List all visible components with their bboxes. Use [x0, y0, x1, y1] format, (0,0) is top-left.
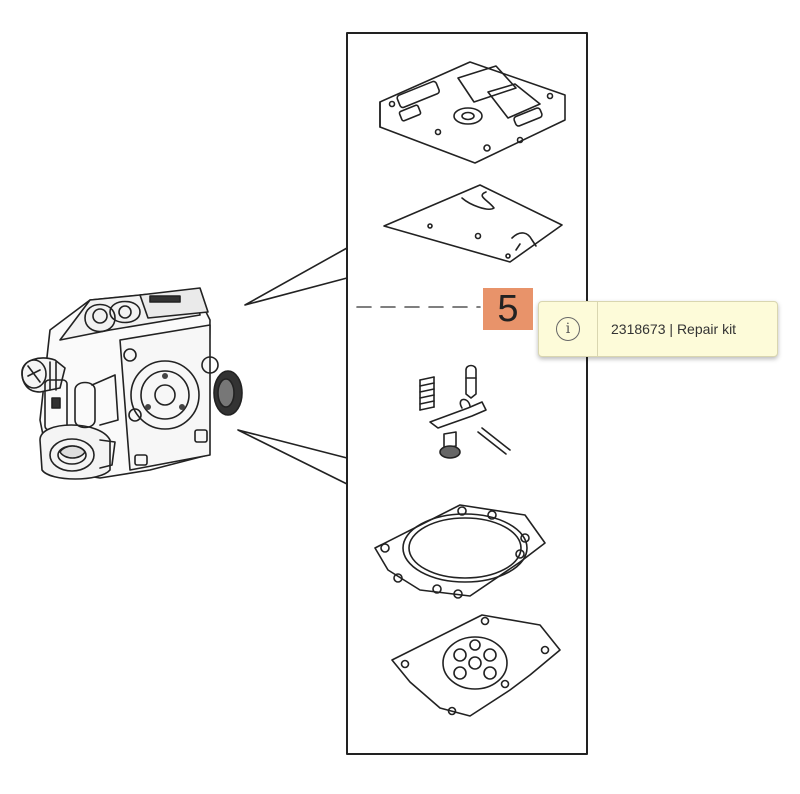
tooltip-separator: |: [669, 321, 674, 337]
part-tooltip: i 2318673 | Repair kit: [538, 301, 778, 357]
inlet-needle-kit: [419, 364, 511, 459]
carburetor-assembly: [21, 287, 243, 480]
part-number: 2318673: [611, 321, 666, 337]
callout-number[interactable]: 5: [497, 287, 519, 330]
metering-diaphragm: [383, 184, 563, 263]
tooltip-text: 2318673 | Repair kit: [611, 302, 736, 356]
callout-number-bg: [483, 288, 533, 330]
pump-gasket: [374, 504, 546, 599]
pointer-lines: [237, 247, 348, 485]
exploded-view-frame: [346, 32, 588, 755]
info-icon: i: [556, 317, 580, 341]
gasket-top: [379, 61, 566, 164]
pump-diaphragm: [391, 614, 561, 717]
info-icon-box: i: [539, 302, 598, 356]
part-description: Repair kit: [676, 321, 737, 337]
